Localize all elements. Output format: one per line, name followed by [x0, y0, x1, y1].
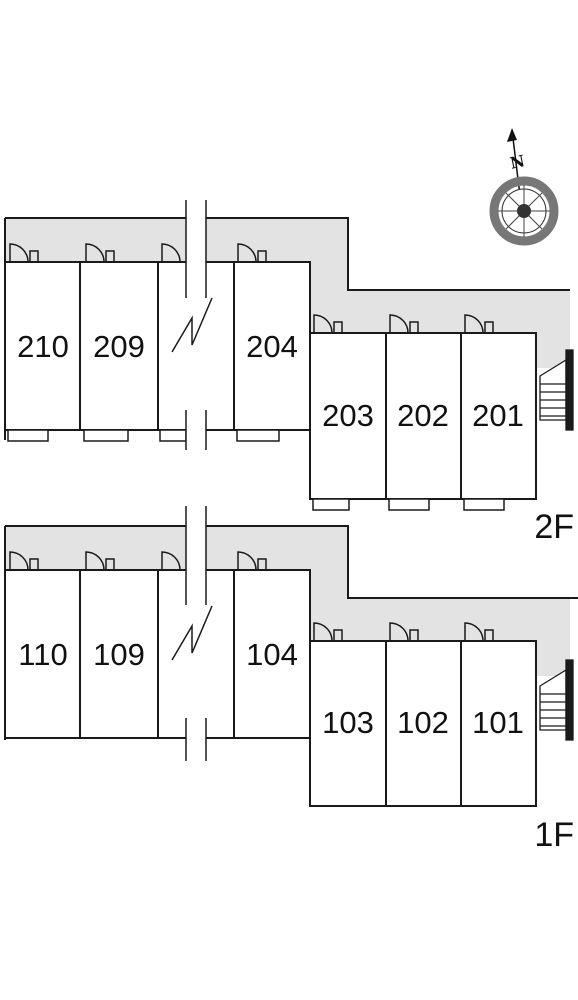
doors-1f: [9, 551, 494, 642]
room-110: [4, 569, 81, 739]
floor-label: 2F: [534, 508, 574, 546]
room-label: 209: [93, 329, 145, 364]
compass-north-label: N: [508, 151, 526, 173]
room-202: [385, 332, 462, 500]
room-203: [309, 332, 387, 500]
staircase-1f: [539, 659, 574, 741]
corridor-2f: [5, 218, 570, 368]
room-101: [460, 640, 537, 807]
staircase-2f: [539, 349, 574, 431]
floor-2f: 210 209 204 203 202 201 2F: [4, 200, 574, 546]
compass-icon: N: [489, 128, 559, 246]
room-label: 109: [93, 637, 145, 672]
room-label: 210: [17, 329, 69, 364]
room-label: 103: [322, 705, 374, 740]
floor-label: 1F: [534, 816, 574, 854]
room-109: [79, 569, 159, 739]
corridor-1f: [5, 526, 570, 676]
break-gap-1f: [186, 506, 206, 761]
room-label: 104: [246, 637, 298, 672]
room-201: [460, 332, 537, 500]
room-label: 102: [397, 705, 449, 740]
room-label: 201: [472, 398, 524, 433]
room-label: 203: [322, 398, 374, 433]
room-103: [309, 640, 387, 807]
room-209: [79, 261, 159, 431]
room-label: 202: [397, 398, 449, 433]
floor-1f: 110 109 104 103 102 101 1F: [4, 506, 578, 854]
room-label: 110: [18, 637, 67, 672]
room-204: [233, 261, 311, 431]
room-label: 204: [246, 329, 298, 364]
room-label: 101: [472, 705, 524, 740]
room-210: [4, 261, 81, 431]
break-gap-2f: [186, 200, 206, 450]
doors-2f: [9, 243, 494, 334]
